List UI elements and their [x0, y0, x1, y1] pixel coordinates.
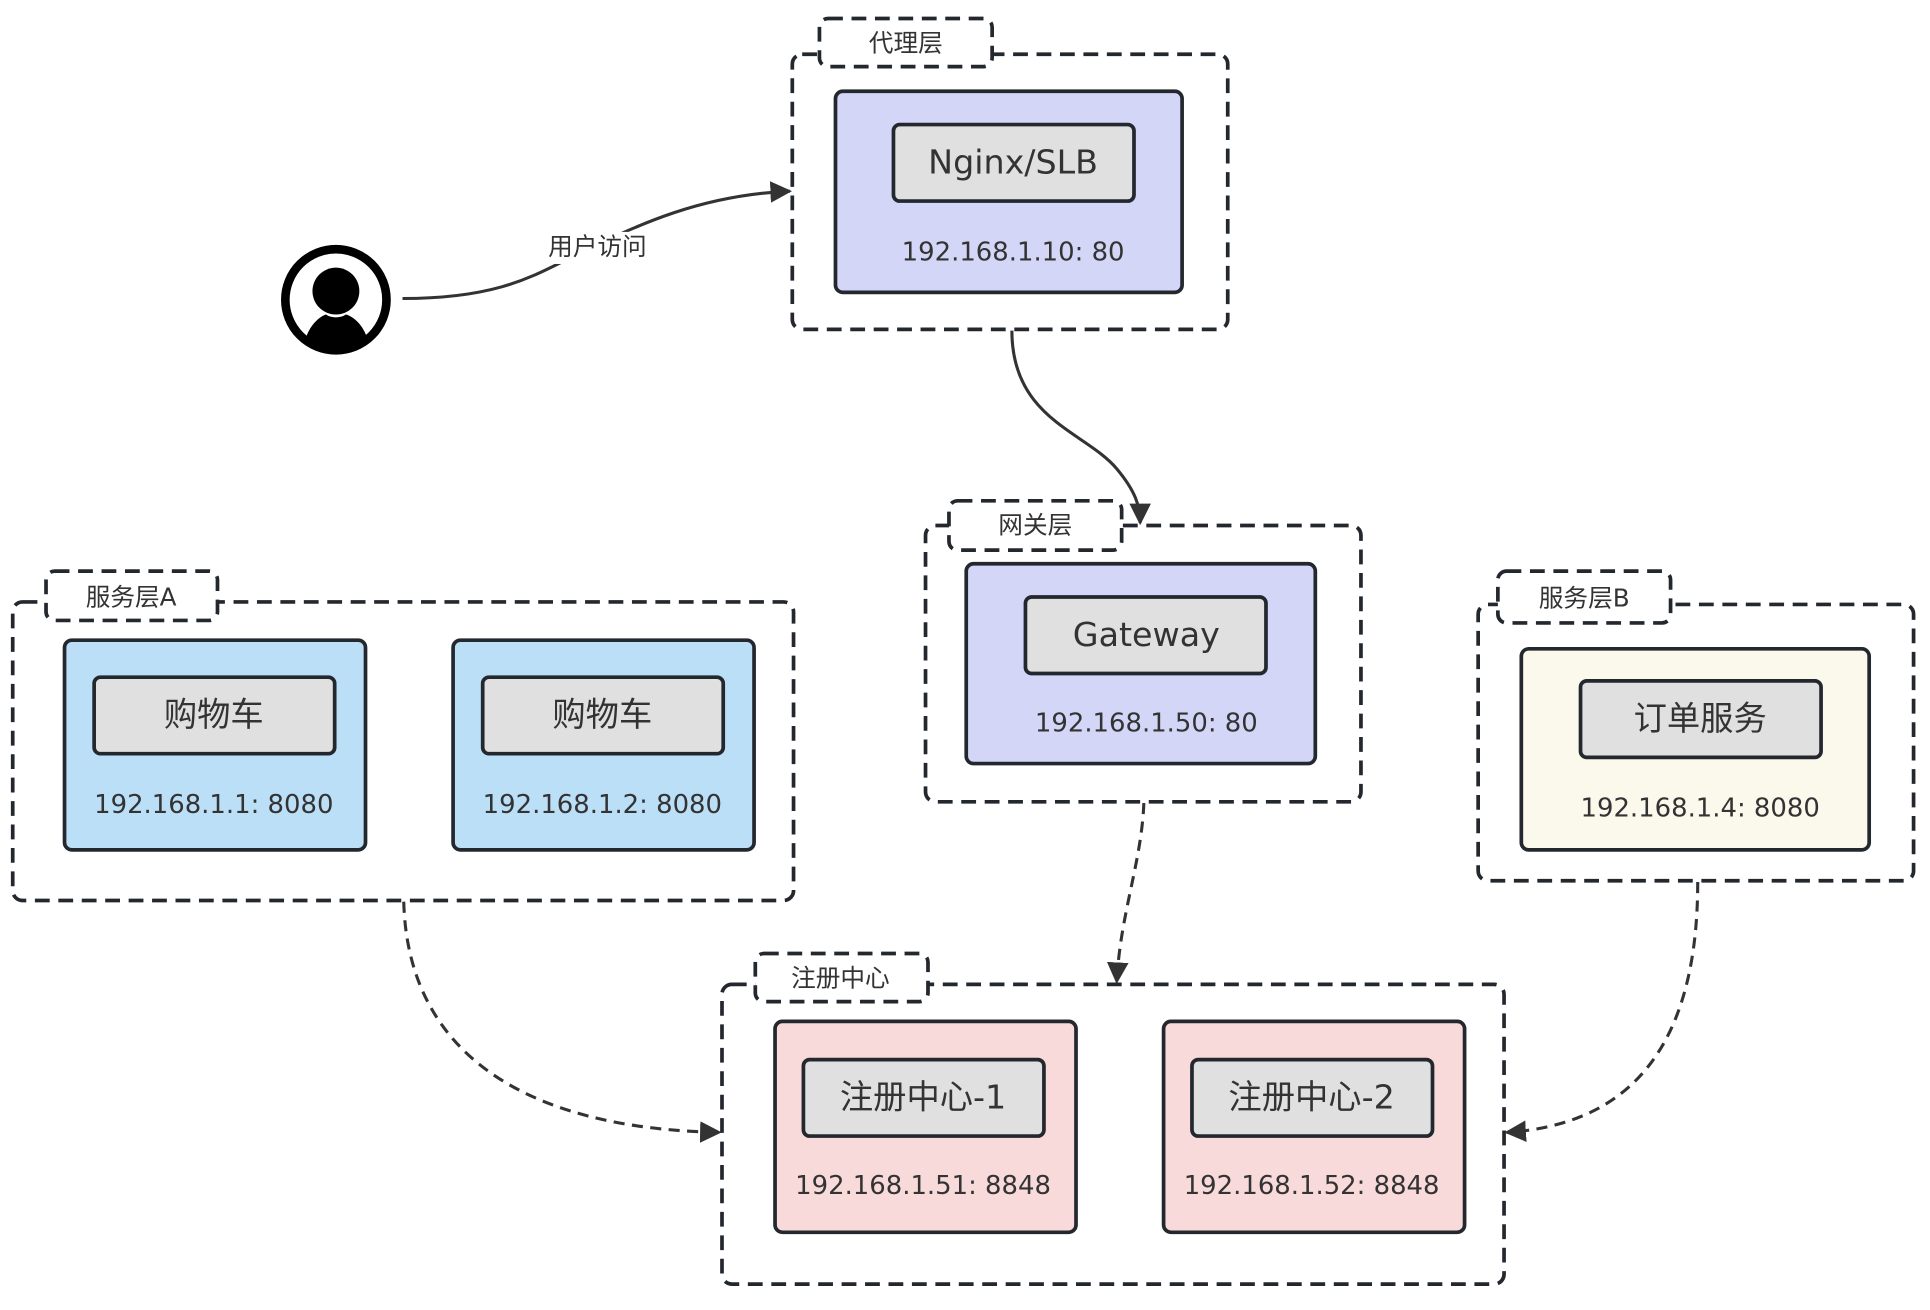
group-service-b: 服务层B 订单服务 192.168.1.4: 8080 [1476, 569, 1916, 883]
node-address: 192.168.1.51: 8848 [795, 1171, 1051, 1201]
node-registry-2[interactable]: 注册中心-2 192.168.1.52: 8848 [1161, 1019, 1467, 1235]
group-registry: 注册中心 注册中心-1 192.168.1.51: 8848 注册中心-2 19… [720, 951, 1506, 1286]
node-cart-1[interactable]: 购物车 192.168.1.1: 8080 [62, 638, 368, 852]
edge-serviceB-to-registry[interactable] [1504, 881, 1700, 1142]
edge-proxy-to-gateway[interactable] [1010, 330, 1151, 526]
node-address: 192.168.1.10: 80 [902, 237, 1125, 267]
node-gateway[interactable]: Gateway 192.168.1.50: 80 [964, 561, 1318, 766]
node-order-service[interactable]: 订单服务 192.168.1.4: 8080 [1519, 646, 1872, 852]
node-address: 192.168.1.2: 8080 [483, 790, 722, 820]
group-label-service-a: 服务层A [86, 582, 177, 611]
edge-gateway-to-registry[interactable] [1106, 802, 1146, 985]
node-address: 192.168.1.50: 80 [1035, 709, 1258, 739]
node-name: 订单服务 [1634, 699, 1767, 738]
node-address: 192.168.1.4: 8080 [1581, 794, 1820, 824]
group-label-service-b: 服务层B [1539, 583, 1630, 612]
edge-user-to-proxy[interactable]: 用户访问 [402, 181, 792, 301]
group-proxy: 代理层 Nginx/SLB 192.168.1.10: 80 [790, 16, 1230, 332]
user-avatar-icon[interactable] [281, 244, 391, 355]
group-label-gateway: 网关层 [998, 511, 1072, 540]
node-cart-2[interactable]: 购物车 192.168.1.2: 8080 [451, 638, 756, 852]
group-label-proxy: 代理层 [869, 28, 943, 57]
node-name: Gateway [1073, 615, 1220, 654]
node-registry-1[interactable]: 注册中心-1 192.168.1.51: 8848 [773, 1019, 1078, 1235]
node-name: Nginx/SLB [928, 143, 1098, 182]
node-name: 购物车 [552, 695, 652, 734]
node-name: 注册中心-1 [840, 1078, 1006, 1117]
group-label-registry: 注册中心 [791, 963, 890, 992]
group-gateway: 网关层 Gateway 192.168.1.50: 80 [923, 498, 1363, 804]
group-service-a: 服务层A 购物车 192.168.1.1: 8080 购物车 192.168.1… [10, 569, 796, 903]
node-nginx-slb[interactable]: Nginx/SLB 192.168.1.10: 80 [833, 89, 1184, 295]
node-address: 192.168.1.52: 8848 [1184, 1171, 1440, 1201]
node-address: 192.168.1.1: 8080 [94, 790, 333, 820]
node-name: 购物车 [164, 695, 264, 734]
edge-label-user-access: 用户访问 [548, 232, 647, 261]
edge-serviceA-to-registry[interactable] [402, 901, 722, 1143]
node-name: 注册中心-2 [1228, 1078, 1394, 1117]
